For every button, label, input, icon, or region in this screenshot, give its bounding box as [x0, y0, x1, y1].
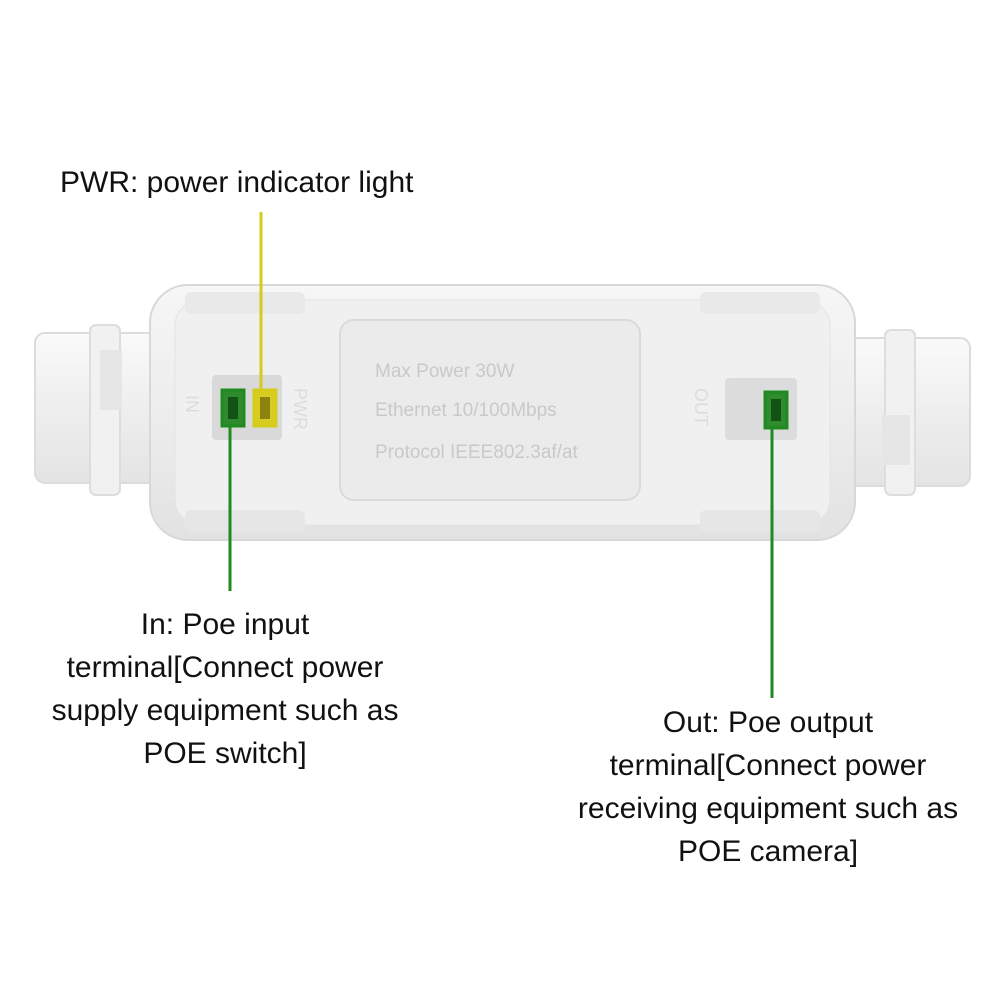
left-plug	[34, 324, 166, 496]
out-callout-line-3: receiving equipment such as	[577, 792, 959, 825]
plate-line-2: Ethernet 10/100Mbps	[375, 400, 557, 421]
in-port-led	[220, 388, 246, 428]
out-callout-line-2: terminal[Connect power	[609, 749, 927, 782]
plate-line-3: Protocol IEEE802.3af/at	[375, 442, 579, 463]
plate-line-1: Max Power 30W	[375, 361, 514, 382]
out-port-led	[763, 390, 789, 430]
out-callout: Out: Poe output terminal[Connect power r…	[548, 701, 988, 873]
in-callout-line-3: supply equipment such as	[51, 694, 399, 727]
right-plug	[834, 329, 971, 496]
pwr-callout: PWR: power indicator light	[60, 161, 460, 204]
in-callout-line-4: POE switch]	[143, 737, 307, 770]
pwr-indicator-led	[252, 388, 278, 428]
out-callout-line-1: Out: Poe output	[662, 706, 874, 739]
in-port-etched-label: IN	[182, 395, 202, 413]
pwr-etched-label: PWR	[290, 388, 310, 430]
pwr-callout-text: PWR: power indicator light	[60, 166, 414, 199]
in-callout-line-2: terminal[Connect power	[66, 651, 384, 684]
spec-plate: Max Power 30W Ethernet 10/100Mbps Protoc…	[339, 319, 641, 501]
in-callout-line-1: In: Poe input	[140, 608, 310, 641]
out-port-etched-label: OUT	[691, 388, 711, 426]
in-callout: In: Poe input terminal[Connect power sup…	[15, 603, 435, 775]
out-callout-line-4: POE camera]	[677, 835, 859, 868]
